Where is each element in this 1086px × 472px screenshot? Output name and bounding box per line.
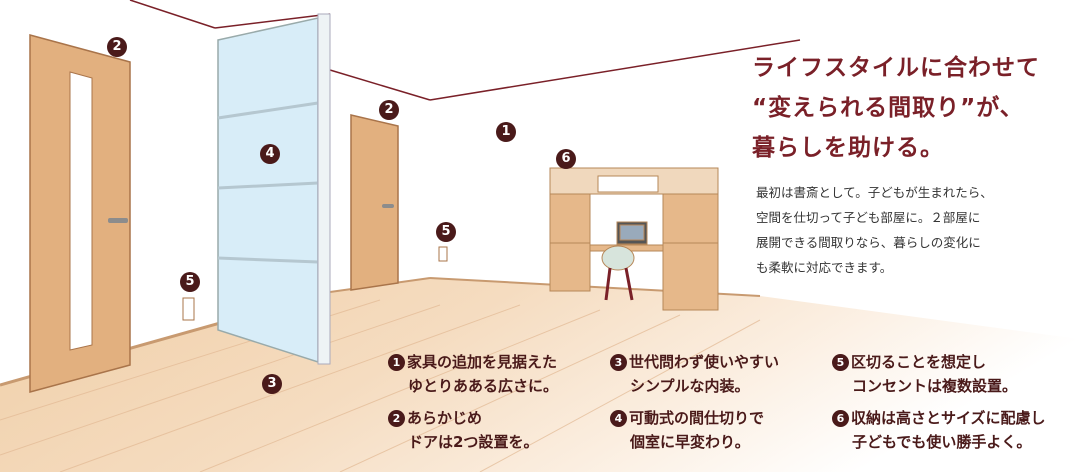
outlet-left: [182, 297, 195, 321]
feature-text: 区切ることを想定し: [851, 353, 987, 371]
back-door: [350, 114, 399, 291]
feature-number: 2: [388, 410, 405, 427]
headline-line: “変えられる間取り”が、: [752, 95, 1024, 121]
headline: ライフスタイルに合わせて “変えられる間取り”が、 暮らしを助ける。: [752, 48, 1040, 168]
feature-text: 子どもでも使い勝手よく。: [852, 433, 1032, 451]
marker-5-back: 5: [436, 222, 456, 242]
feature-text: ドアは2つ設置を。: [408, 433, 539, 451]
description-line: 展開できる間取りなら、暮らしの変化に: [756, 235, 981, 250]
marker-2-back-door: 2: [379, 100, 399, 120]
feature-text: コンセントは複数設置。: [852, 377, 1018, 395]
feature-text: あらかじめ: [407, 409, 483, 427]
feature-number: 3: [610, 354, 627, 371]
marker-5-left: 5: [180, 272, 200, 292]
feature-number: 5: [832, 354, 849, 371]
feature-number: 1: [388, 354, 405, 371]
marker-1: 1: [496, 122, 516, 142]
feature-text: 可動式の間仕切りで: [629, 409, 765, 427]
ceiling-line: [129, 0, 216, 29]
description-line: 最初は書斎として。子どもが生まれたら、: [756, 185, 993, 200]
description: 最初は書斎として。子どもが生まれたら、 空間を仕切って子ども部屋に。２部屋に 展…: [756, 180, 993, 280]
marker-3: 3: [262, 374, 282, 394]
feature-text: ゆとりあある広さに。: [408, 377, 559, 395]
feature-text: シンプルな内装。: [630, 377, 750, 395]
feature-number: 4: [610, 410, 627, 427]
headline-line: 暮らしを助ける。: [752, 135, 944, 161]
sliding-partition: [217, 13, 331, 365]
feature-text: 世代問わず使いやすい: [629, 353, 780, 371]
feature-number: 6: [832, 410, 849, 427]
description-line: も柔軟に対応できます。: [756, 260, 893, 275]
marker-4: 4: [260, 144, 280, 164]
desk-storage: [549, 167, 719, 311]
headline-line: ライフスタイルに合わせて: [752, 55, 1040, 81]
description-line: 空間を仕切って子ども部屋に。２部屋に: [756, 210, 981, 225]
marker-6: 6: [556, 149, 576, 169]
feature-text: 個室に早変わり。: [630, 433, 750, 451]
left-door: [29, 34, 131, 393]
feature-text: 家具の追加を見据えた: [407, 353, 558, 371]
marker-2-left-door: 2: [107, 37, 127, 57]
feature-text: 収納は高さとサイズに配慮し: [851, 409, 1046, 427]
outlet-back: [438, 246, 448, 262]
